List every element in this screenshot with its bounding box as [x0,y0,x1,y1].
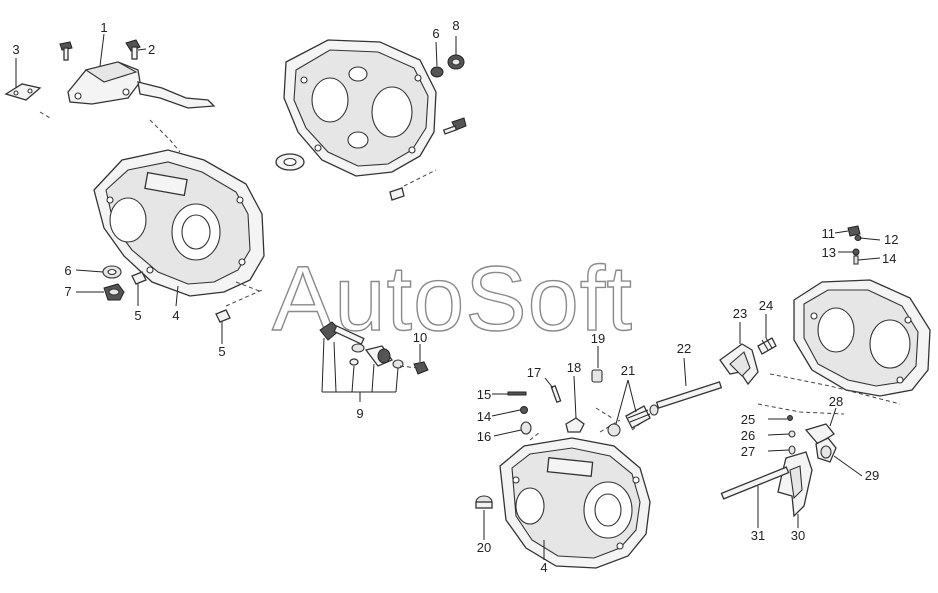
part-bolt-top-left [59,41,73,61]
callout-7: 7 [64,284,71,299]
part-cover-plate [67,61,216,109]
callout-3: 3 [12,42,19,57]
callout-9: 9 [356,406,363,421]
part-housing-left [93,149,265,297]
callout-26: 26 [741,428,755,443]
callout-10: 10 [413,330,427,345]
part-dowel-5-left [131,271,147,285]
part-bolt-top-right [442,117,467,135]
part-shift-fork-23 [719,343,759,386]
part-plug-7 [103,283,125,301]
callout-17: 17 [527,365,541,380]
part-housing-bottom [499,437,651,569]
part-spring-24 [757,337,777,355]
callout-29: 29 [865,468,879,483]
callout-5-lower: 5 [218,344,225,359]
callout-14-right: 14 [882,251,896,266]
part-ball-26 [788,430,796,438]
part-ball-14 [520,406,528,414]
part-spring-set-21 [607,404,659,437]
callout-30: 30 [791,528,805,543]
part-housing-right-cover [793,279,931,397]
part-spring-14-right [853,255,859,265]
part-shift-head-29 [815,437,837,463]
callout-15: 15 [477,387,491,402]
callout-24: 24 [759,298,773,313]
part-pin-17 [550,384,562,404]
callout-5-left: 5 [134,308,141,323]
part-pin-15 [507,391,527,396]
callout-20: 20 [477,540,491,555]
callout-14-left: 14 [477,409,491,424]
leader-lines [15,33,881,560]
part-dowel-5-lower [215,309,231,323]
part-bolt-2 [125,39,141,60]
callout-4-bottom: 4 [540,560,547,575]
part-nut-6-left [102,265,122,279]
callout-27: 27 [741,444,755,459]
part-spring-16 [520,421,532,435]
callout-11: 11 [822,226,836,241]
callout-19: 19 [591,331,605,346]
callout-1: 1 [100,20,107,35]
part-plug-19 [591,369,603,383]
callout-13: 13 [822,245,836,260]
callout-6-left: 6 [64,263,71,278]
part-dowel-top [389,187,405,201]
part-spring-27 [788,445,796,455]
part-bolt-10 [413,361,429,375]
part-housing-upper-half [283,39,437,177]
part-nut-6-top [430,66,444,78]
part-bolt-11 [847,225,861,237]
callout-labels: 1 2 3 6 8 6 7 5 4 5 9 10 11 12 13 14 15 … [12,18,898,575]
part-seal-top [275,153,305,171]
callout-28: 28 [829,394,843,409]
part-shift-fork-30 [777,451,813,518]
callout-12: 12 [884,232,898,247]
callout-18: 18 [567,360,581,375]
callout-4-left: 4 [172,308,179,323]
callout-25: 25 [741,412,755,427]
part-ball-13 [852,248,860,256]
part-shift-block-28 [804,423,835,445]
part-gasket-3 [4,83,42,101]
part-pin-25 [787,415,793,421]
callout-8: 8 [452,18,459,33]
part-plug-20 [475,495,493,509]
callout-21: 21 [621,363,635,378]
callout-23: 23 [733,306,747,321]
part-shaft-assembly-9 [319,321,404,369]
callout-31: 31 [751,528,765,543]
callout-22: 22 [677,341,691,356]
callout-16: 16 [477,429,491,444]
part-shift-rod-22 [655,381,723,409]
part-shift-rod-31 [720,466,790,500]
part-interlock-18 [565,417,585,433]
callout-2: 2 [148,42,155,57]
callout-6-top: 6 [432,26,439,41]
part-plug-8 [447,54,465,70]
